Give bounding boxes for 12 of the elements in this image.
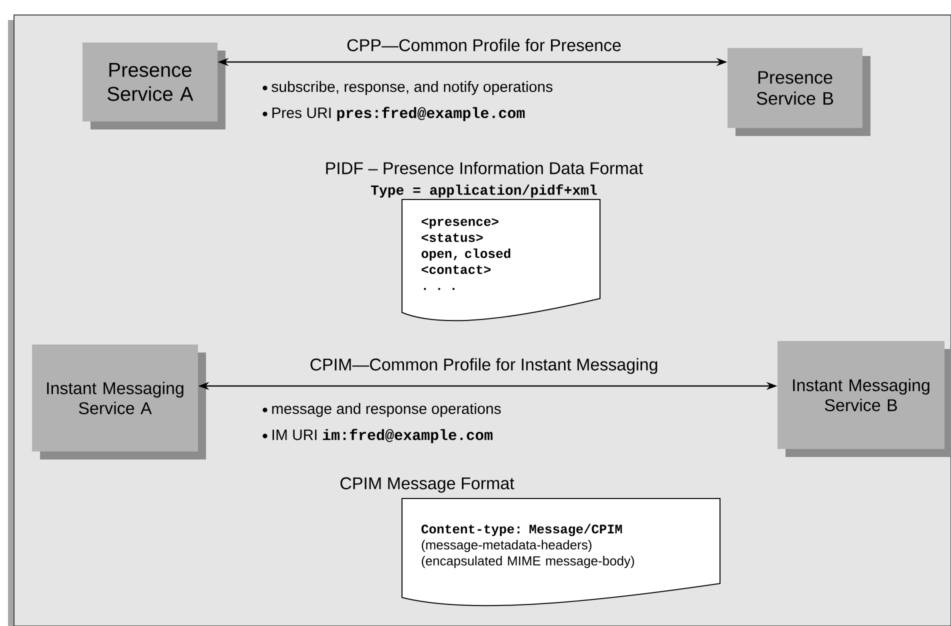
heading-text: CPIM Message Format [340, 477, 514, 493]
service-box: Instant Messaging Service A [32, 344, 206, 460]
bullet-item: subscribe, response, and notify operations [262, 81, 552, 95]
edge-label: CPP—Common Profile for Presence [347, 38, 621, 52]
heading-text: PIDF – Presence Information Data Format [326, 162, 644, 174]
service-box: Instant Messaging Service B [778, 341, 951, 457]
edge-label: CPIM—Common Profile for Instant Messaging [310, 358, 658, 374]
bullet-item: IM URI im:fred@example.com [262, 428, 492, 444]
bullet-item: message and response operations [262, 403, 501, 417]
service-box: Presence Service B [728, 48, 870, 136]
bullet-item: Pres URI pres:fred@example.com [262, 106, 525, 122]
service-box: Presence Service A [82, 42, 226, 130]
